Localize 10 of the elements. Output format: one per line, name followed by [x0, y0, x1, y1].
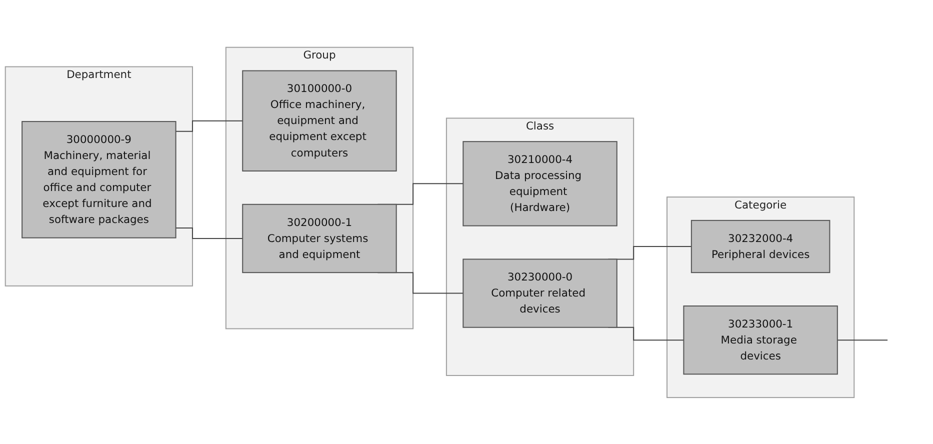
node-box: 30233000-1 Media storage devices [683, 305, 838, 374]
node-box: 30232000-4 Peripheral devices [690, 219, 830, 273]
node-box: 30230000-0 Computer related devices [462, 258, 618, 328]
connector [836, 339, 888, 340]
connector [175, 120, 244, 132]
node-box: 30000000-9 Machinery, material and equipment for office and computer except furniture and software packages [22, 120, 176, 238]
node-box: 30200000-1 Computer systems and equipment [242, 203, 397, 273]
node-box: 30210000-4 Data processing equipment (Hardware) [462, 140, 618, 226]
node-box: 30100000-0 Office machinery, equipment and equipment except computers [242, 70, 397, 172]
connector [175, 227, 244, 239]
